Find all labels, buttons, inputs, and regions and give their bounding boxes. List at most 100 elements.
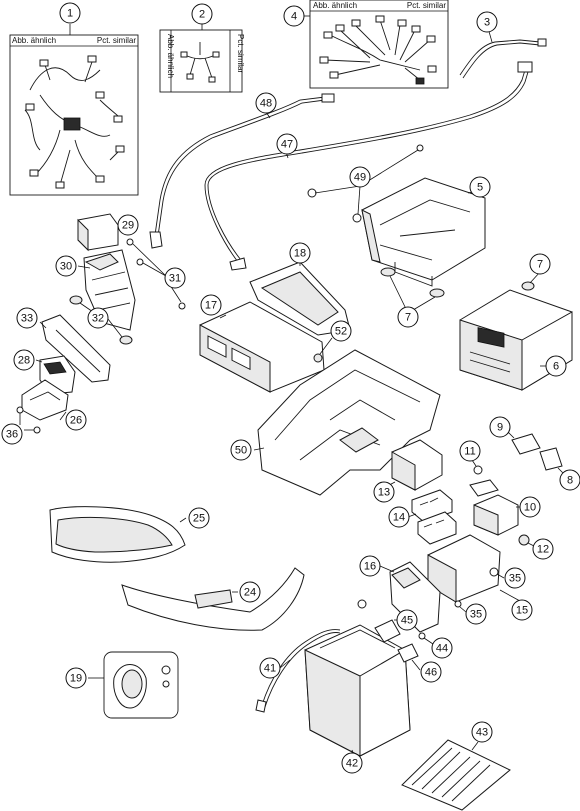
callout-ring (59, 2, 81, 24)
control-unit-6 (459, 289, 573, 391)
cable-41 (255, 629, 341, 713)
callout-number: 35 (509, 573, 521, 585)
callout-ring (87, 307, 109, 329)
callout-35b: 35 (465, 603, 487, 625)
callout-number: 26 (70, 415, 82, 427)
callout-ring (373, 481, 395, 503)
callout-ring (239, 581, 261, 603)
callout-number: 9 (497, 422, 503, 434)
callout-ring (459, 440, 481, 462)
callout-number: 7 (537, 259, 543, 271)
callout-ring (1, 423, 23, 445)
callout-ring (511, 599, 533, 621)
callout-number: 2 (199, 9, 205, 21)
pad-43 (401, 739, 511, 811)
callout-number: 47 (281, 139, 293, 151)
frame-label-pct-1: Pct. similar (97, 36, 136, 45)
callout-number: 31 (169, 273, 181, 285)
clips-11 (469, 459, 499, 497)
callout-ring (489, 416, 511, 438)
leader-28 (35, 359, 43, 363)
callout-10: 10 (519, 496, 541, 518)
callout-number: 50 (235, 445, 247, 457)
callout-number: 46 (425, 667, 437, 679)
leader-15 (499, 589, 521, 602)
frame-label-abb-1: Abb. ähnlich (12, 36, 56, 45)
battery-42 (304, 624, 411, 757)
callout-number: 13 (378, 487, 390, 499)
leader-12 (527, 542, 535, 547)
horn-19 (113, 664, 171, 709)
callout-number: 8 (567, 475, 573, 487)
callout-ring (397, 306, 419, 328)
callout-ring (559, 469, 580, 491)
callout-number: 16 (364, 561, 376, 573)
leader-43 (471, 741, 479, 751)
callout-29: 29 (117, 214, 139, 236)
callout-ring (471, 721, 493, 743)
wiring-harness-small (180, 42, 220, 83)
leader-30 (77, 265, 91, 269)
grommets-7 (380, 267, 541, 314)
frame-box-19 (103, 651, 179, 719)
callout-43: 43 (471, 721, 493, 743)
cover-25 (49, 506, 187, 563)
callout-ring (255, 92, 277, 114)
wiring-harness-main (24, 55, 125, 189)
callout-ring (289, 242, 311, 264)
callout-ring (164, 267, 186, 289)
frame-harness-4: Abb. ähnlich Pct. similar (303, 0, 449, 89)
screws-31 (126, 238, 186, 310)
callout-ring (16, 307, 38, 329)
callout-number: 42 (346, 758, 358, 770)
callout-45: 45 (396, 609, 418, 631)
callout-ring (55, 255, 77, 277)
callout-number: 3 (484, 17, 490, 29)
callout-35a: 35 (504, 567, 526, 589)
callout-number: 4 (291, 11, 297, 23)
frame-label-pct-2: Pct. similar (236, 34, 245, 73)
callout-1: 1 (59, 2, 81, 24)
callout-ring (341, 752, 363, 774)
callout-ring (230, 439, 252, 461)
callout-42: 42 (341, 752, 363, 774)
callout-number: 41 (264, 663, 276, 675)
callout-number: 14 (393, 512, 405, 524)
leader-46 (411, 659, 421, 671)
callout-ring (469, 176, 491, 198)
callout-ring (330, 320, 352, 342)
callout-ring (283, 5, 305, 27)
callout-50: 50 (230, 439, 252, 461)
callout-number: 35 (470, 609, 482, 621)
callout-46: 46 (420, 661, 442, 683)
connector-8 (539, 447, 565, 475)
callout-ring (65, 667, 87, 689)
callout-number: 52 (335, 326, 347, 338)
callout-number: 6 (553, 361, 559, 373)
callout-number: 11 (464, 446, 475, 458)
callout-number: 18 (294, 248, 306, 260)
callout-ring (13, 349, 35, 371)
callout-52: 52 (330, 320, 352, 342)
leader-16 (379, 565, 395, 573)
callout-25: 25 (188, 507, 210, 529)
callout-ring (465, 603, 487, 625)
callout-5: 5 (469, 176, 491, 198)
callout-ring (420, 661, 442, 683)
callout-number: 48 (260, 98, 272, 110)
callout-number: 15 (516, 605, 528, 617)
callout-24: 24 (239, 581, 261, 603)
horn-frame-19 (88, 651, 179, 719)
callout-ring (431, 637, 453, 659)
callout-18: 18 (289, 242, 311, 264)
frame-label-abb-4: Abb. ähnlich (313, 1, 357, 10)
leader-33 (39, 321, 47, 329)
callout-number: 29 (122, 220, 134, 232)
callout-ring (519, 496, 541, 518)
callout-number: 30 (60, 261, 72, 273)
relay-29 (77, 213, 124, 252)
bracket-33 (39, 314, 111, 383)
callout-ring (188, 507, 210, 529)
callout-7b: 7 (529, 253, 551, 275)
